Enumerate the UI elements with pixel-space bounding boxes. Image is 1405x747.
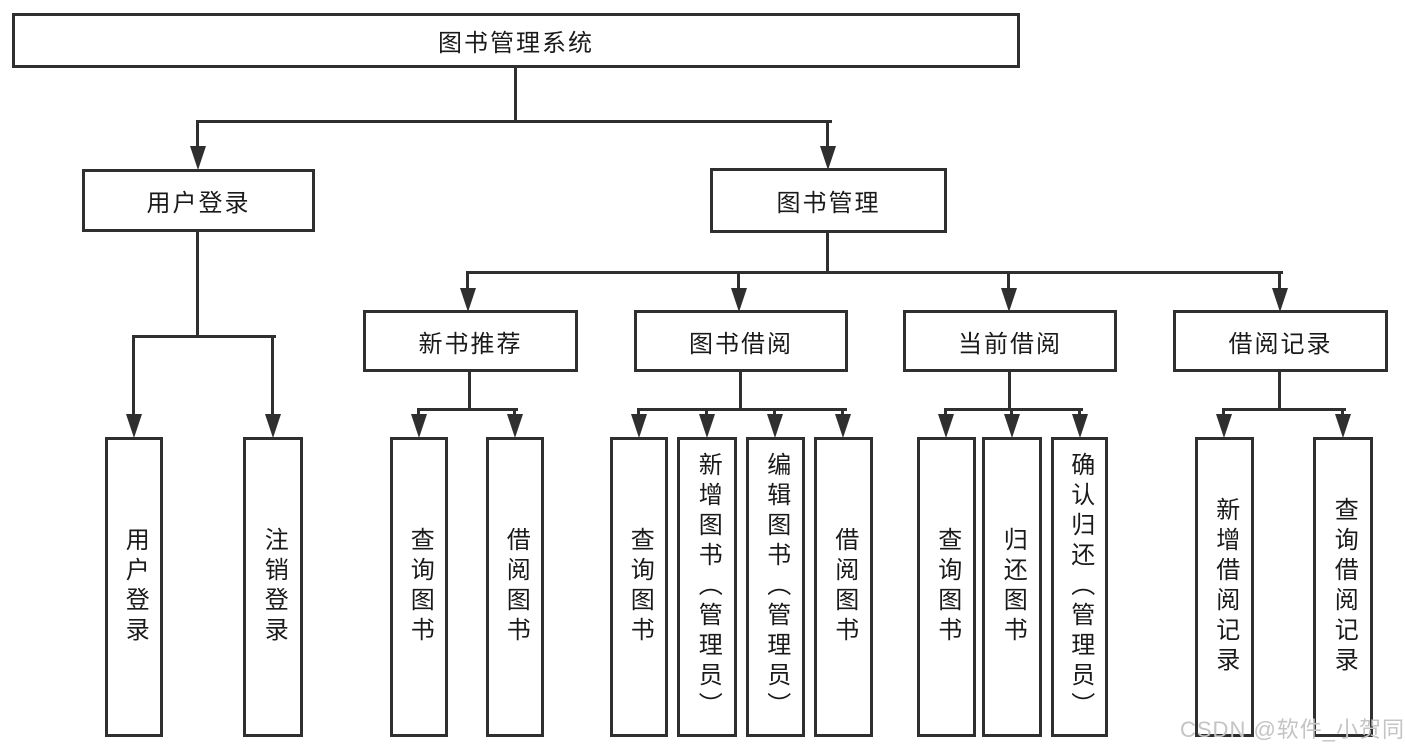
- connector-user-login-stem: [196, 232, 199, 338]
- node-borrowing-records: 借阅记录: [1173, 310, 1388, 372]
- leaf-query-books-recommend: 查询图书: [390, 437, 448, 737]
- connector-leaf-drop: [841, 408, 844, 416]
- arrow-down-icon: [126, 414, 142, 438]
- connector-leaf-drop: [705, 408, 708, 416]
- connector-recommend-rail: [417, 408, 518, 411]
- connector-to-book-borrowing: [737, 271, 740, 291]
- arrow-down-icon: [1001, 288, 1017, 312]
- connector-to-current-borrowing: [1007, 271, 1010, 291]
- connector-to-leaf-user-login: [132, 335, 135, 415]
- connector-leaf-drop: [1222, 408, 1225, 416]
- connector-leaf-drop: [513, 408, 516, 416]
- leaf-user-login: 用户登录: [105, 437, 163, 737]
- leaf-edit-books-admin: 编辑图书（管理员）: [746, 437, 805, 737]
- connector-book-management-rail: [466, 271, 1283, 274]
- connector-to-borrowing-records: [1278, 271, 1281, 291]
- arrow-down-icon: [1004, 414, 1020, 438]
- connector-recommend-stem: [468, 372, 471, 410]
- connector-borrowing-stem: [739, 372, 742, 410]
- arrow-down-icon: [731, 288, 747, 312]
- arrow-down-icon: [1216, 414, 1232, 438]
- node-book-borrowing: 图书借阅: [634, 310, 848, 372]
- connector-leaf-drop: [773, 408, 776, 416]
- leaf-logout: 注销登录: [243, 437, 303, 737]
- arrow-down-icon: [820, 146, 836, 170]
- arrow-down-icon: [1072, 414, 1088, 438]
- connector-leaf-drop: [417, 408, 420, 416]
- connector-leaf-drop: [1341, 408, 1344, 416]
- node-user-login: 用户登录: [82, 169, 315, 232]
- arrow-down-icon: [1272, 288, 1288, 312]
- connector-current-rail: [944, 408, 1083, 411]
- leaf-query-books-borrowing: 查询图书: [610, 437, 668, 737]
- connector-book-management-stem: [826, 233, 829, 273]
- leaf-confirm-return-admin: 确认归还（管理员）: [1051, 437, 1108, 737]
- leaf-query-books-current: 查询图书: [917, 437, 976, 737]
- node-root: 图书管理系统: [12, 13, 1020, 68]
- connector-root-rail: [196, 120, 832, 123]
- leaf-borrow-books-recommend: 借阅图书: [486, 437, 544, 737]
- leaf-return-books: 归还图书: [982, 437, 1042, 737]
- connector-records-stem: [1278, 372, 1281, 410]
- arrow-down-icon: [460, 288, 476, 312]
- node-current-borrowing: 当前借阅: [903, 310, 1117, 372]
- connector-borrowing-rail: [637, 408, 847, 411]
- arrow-down-icon: [631, 414, 647, 438]
- leaf-query-borrow-record: 查询借阅记录: [1313, 437, 1373, 737]
- connector-root-stem: [514, 68, 517, 122]
- leaf-add-borrow-record: 新增借阅记录: [1195, 437, 1254, 737]
- arrow-down-icon: [265, 414, 281, 438]
- connector-leaf-drop: [1078, 408, 1081, 416]
- node-book-management: 图书管理: [710, 168, 947, 233]
- connector-user-login-rail: [132, 335, 276, 338]
- connector-current-stem: [1008, 372, 1011, 410]
- node-new-book-recommend: 新书推荐: [363, 310, 578, 372]
- arrow-down-icon: [507, 414, 523, 438]
- arrow-down-icon: [190, 146, 206, 170]
- connector-to-leaf-logout: [271, 335, 274, 415]
- connector-to-user-login: [196, 120, 199, 148]
- csdn-watermark: CSDN @软件_小贺同学: [1180, 717, 1405, 742]
- arrow-down-icon: [699, 414, 715, 438]
- connector-leaf-drop: [637, 408, 640, 416]
- connector-to-book-management: [826, 120, 829, 148]
- connector-leaf-drop: [1010, 408, 1013, 416]
- arrow-down-icon: [767, 414, 783, 438]
- leaf-add-books-admin: 新增图书（管理员）: [677, 437, 737, 737]
- arrow-down-icon: [835, 414, 851, 438]
- arrow-down-icon: [938, 414, 954, 438]
- connector-leaf-drop: [944, 408, 947, 416]
- arrow-down-icon: [411, 414, 427, 438]
- connector-to-new-book-recommend: [466, 271, 469, 291]
- leaf-borrow-books-borrowing: 借阅图书: [814, 437, 873, 737]
- connector-records-rail: [1222, 408, 1346, 411]
- arrow-down-icon: [1335, 414, 1351, 438]
